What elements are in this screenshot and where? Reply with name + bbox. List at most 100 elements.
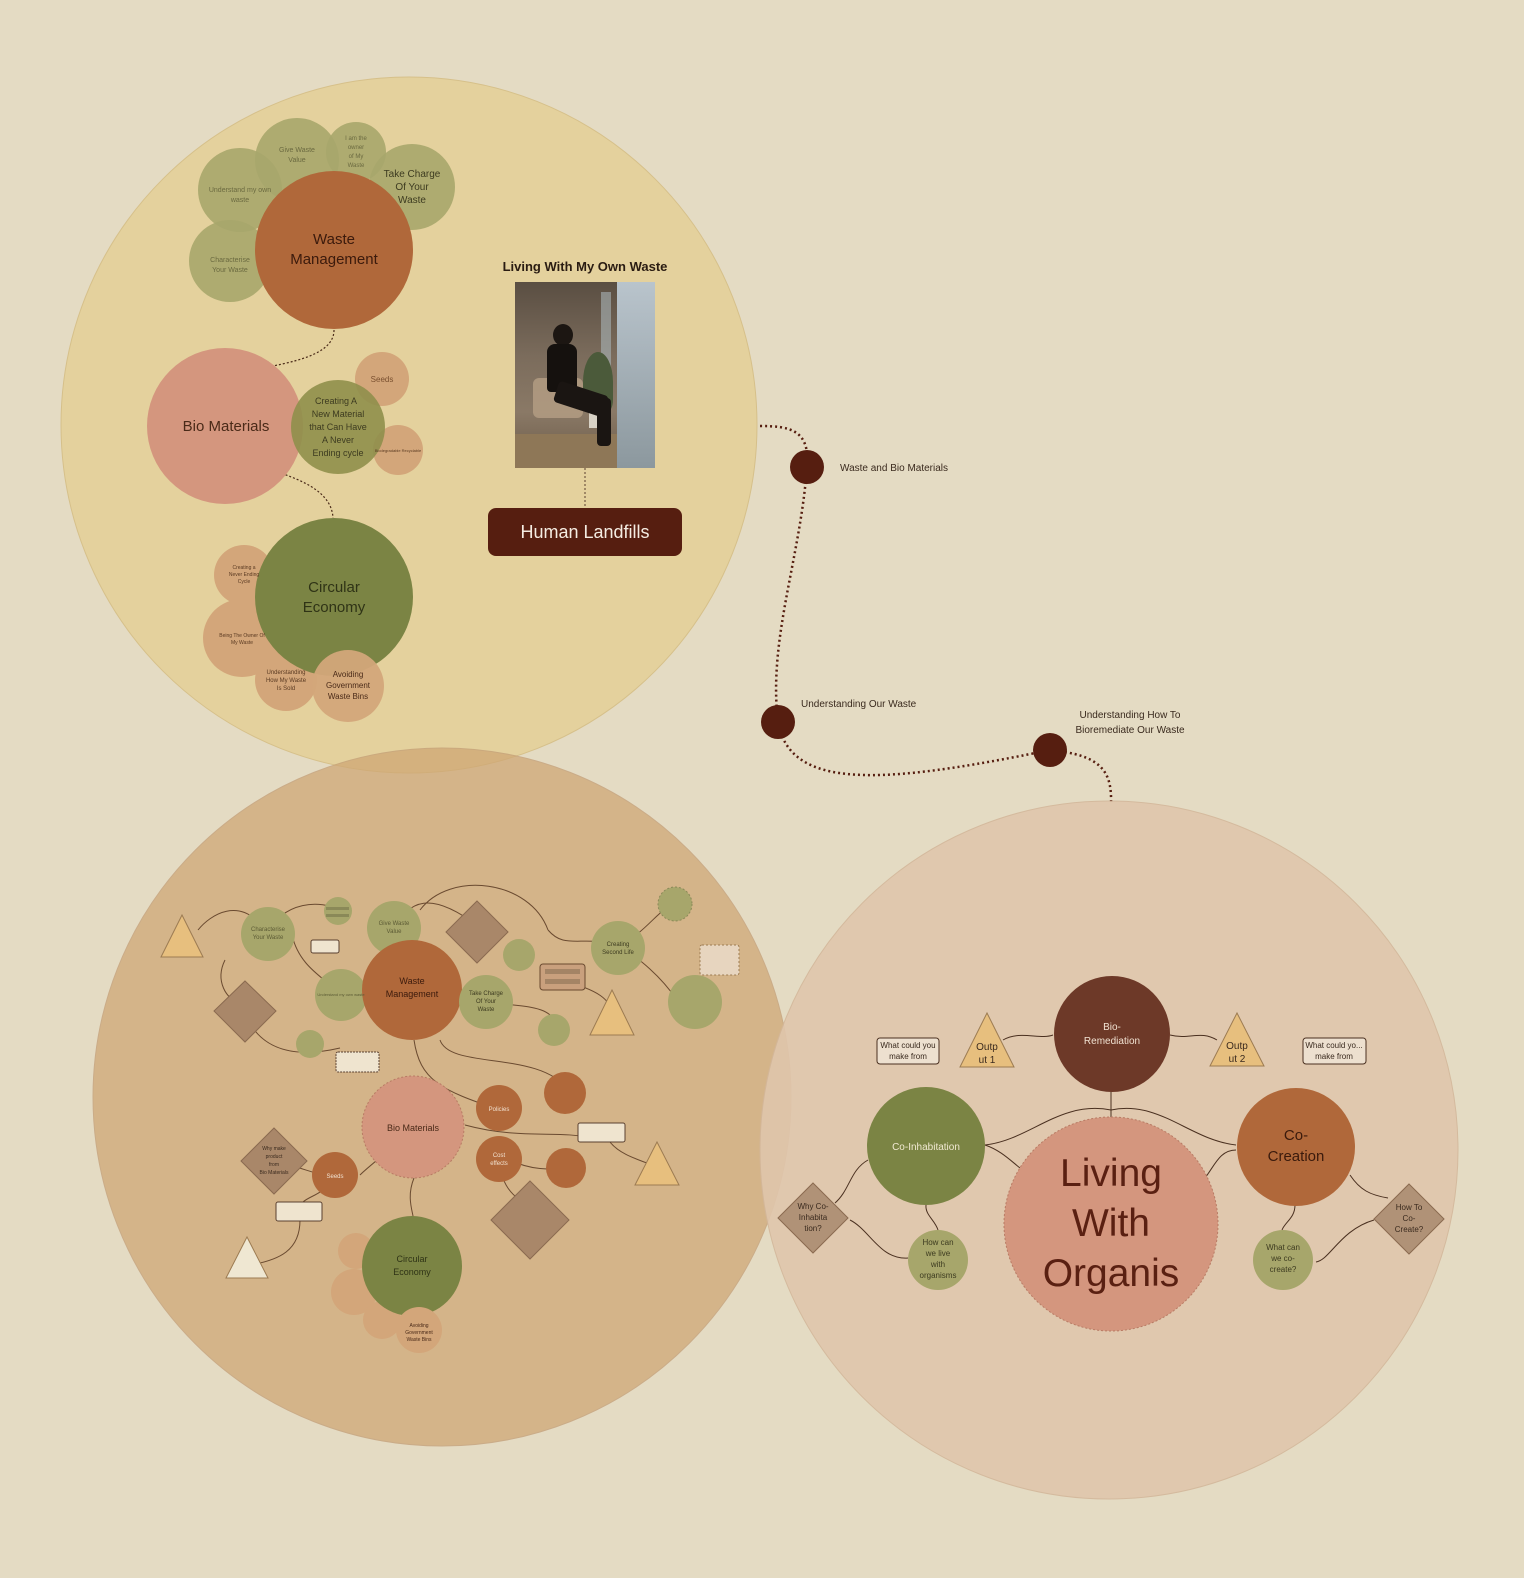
r2-node-small-1[interactable] <box>324 897 352 925</box>
r2-node-polices[interactable] <box>476 1085 522 1131</box>
r2-node-small-4[interactable] <box>538 1014 570 1046</box>
r2-note-4[interactable] <box>699 944 740 976</box>
timeline-seg-3 <box>776 721 1051 777</box>
r3-node-bio-remediation[interactable] <box>1054 976 1170 1092</box>
r3-question-right[interactable] <box>1302 1037 1367 1065</box>
section-title: Living With My Own Waste <box>503 259 668 274</box>
timeline-seg-2 <box>774 466 809 723</box>
node-biodegradable[interactable] <box>373 425 423 475</box>
r2-label-seeds: Seeds <box>326 1174 343 1180</box>
r2-node-take-charge[interactable] <box>459 975 513 1029</box>
r2-diamond-why-bio[interactable] <box>240 1127 308 1195</box>
r2-node-large-right[interactable] <box>668 975 722 1029</box>
r3-node-how-live[interactable] <box>908 1230 968 1290</box>
r2-note-6[interactable] <box>275 1201 323 1222</box>
r2-node-ce-child-4[interactable] <box>396 1307 442 1353</box>
r3-label-bio-remediation: Bio-Remediation <box>1084 1022 1140 1047</box>
node-avoid-bins[interactable] <box>312 650 384 722</box>
r2-node-small-7[interactable] <box>546 1148 586 1188</box>
label-bio-materials: Bio Materials <box>183 418 270 435</box>
r3-node-what-create[interactable] <box>1253 1230 1313 1290</box>
r2-note-5[interactable] <box>577 1122 626 1143</box>
node-waste-management[interactable] <box>255 171 413 329</box>
region3-connectors <box>834 1034 1389 1263</box>
r2-triangle-3[interactable] <box>634 1140 680 1186</box>
r2-bar <box>326 914 349 917</box>
r2-note-3-line <box>545 969 580 974</box>
r2-note-1[interactable] <box>310 939 340 954</box>
r2-node-understand[interactable] <box>315 969 367 1021</box>
r3-output-2[interactable] <box>1209 1011 1265 1067</box>
r2-note-3-line <box>545 979 580 984</box>
r3-label-co-creation: Co-Creation <box>1268 1127 1325 1165</box>
r2-node-cost[interactable] <box>476 1136 522 1182</box>
r3-question-left[interactable] <box>876 1037 940 1065</box>
r2-node-bio-materials[interactable] <box>361 1075 465 1179</box>
photo-person-head <box>553 324 573 346</box>
r2-note-2[interactable] <box>335 1051 380 1073</box>
node-owner-of-waste[interactable] <box>326 122 386 182</box>
node-characterise[interactable] <box>189 220 271 302</box>
timeline-label-2: Understanding Our Waste <box>801 699 917 710</box>
r3-diamond-how-create[interactable] <box>1373 1183 1445 1255</box>
timeline-point-1[interactable] <box>790 450 824 484</box>
r2-node-small-3[interactable] <box>503 939 535 971</box>
r3-node-co-creation[interactable] <box>1237 1088 1355 1206</box>
node-circular-economy[interactable] <box>255 518 413 676</box>
r2-diamond-1[interactable] <box>213 980 277 1043</box>
node-new-material[interactable] <box>291 380 385 474</box>
timeline-point-3[interactable] <box>1033 733 1067 767</box>
r2-triangle-2[interactable] <box>589 988 635 1036</box>
r3-node-co-inhabitation[interactable] <box>867 1087 985 1205</box>
r3-label-question-right: What could yo...make from <box>1305 1041 1362 1061</box>
r2-node-creating[interactable] <box>591 921 645 975</box>
r3-node-center[interactable] <box>1003 1116 1219 1332</box>
r2-triangle-4[interactable] <box>225 1235 269 1279</box>
r2-node-characterise[interactable] <box>241 907 295 961</box>
r2-diamond-2[interactable] <box>445 900 509 964</box>
r2-label-understand: Understand my own waste <box>317 992 365 997</box>
node-bio-materials[interactable] <box>147 348 303 504</box>
photo-window <box>617 282 655 468</box>
r2-node-small-6[interactable] <box>544 1072 586 1114</box>
timeline-point-2[interactable] <box>761 705 795 739</box>
r2-note-3[interactable] <box>539 963 586 991</box>
timeline-label-1: Waste and Bio Materials <box>840 463 948 474</box>
r3-output-1[interactable] <box>959 1011 1015 1068</box>
human-landfills-button[interactable]: Human Landfills <box>488 508 682 556</box>
r2-diamond-3[interactable] <box>490 1180 570 1260</box>
r2-triangle-1[interactable] <box>160 913 204 958</box>
r2-label-polices: Policies <box>489 1107 510 1113</box>
label-biodegradable: Biodegradable Recyclable <box>375 448 422 453</box>
node-understand-own-waste[interactable] <box>198 148 282 232</box>
r2-bar <box>326 907 349 910</box>
r2-node-circular-economy[interactable] <box>362 1216 462 1316</box>
timeline-seg-1 <box>759 424 809 467</box>
r2-node-small-2[interactable] <box>296 1030 324 1058</box>
photo-person-shin <box>597 398 611 446</box>
r3-diamond-why-co[interactable] <box>777 1182 849 1254</box>
r2-node-seeds[interactable] <box>312 1152 358 1198</box>
r2-node-small-5[interactable] <box>657 886 693 922</box>
r2-node-waste-management[interactable] <box>362 940 462 1040</box>
